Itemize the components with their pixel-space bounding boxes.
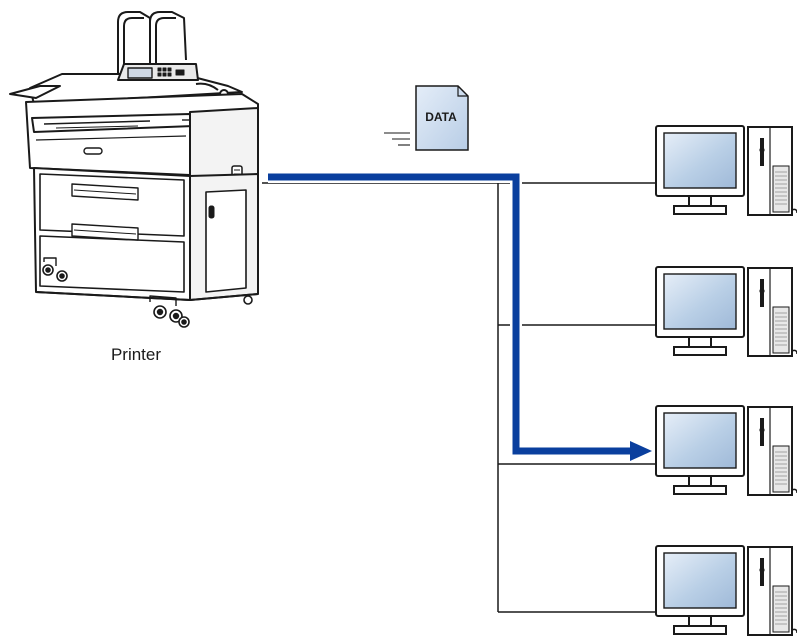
- computer-4: [655, 545, 797, 636]
- network-cabling: [262, 182, 656, 613]
- computer-1: [655, 125, 797, 216]
- data-packet-label: DATA: [425, 110, 457, 124]
- computer-3: [655, 405, 797, 496]
- tower: [747, 546, 797, 636]
- monitor: [655, 405, 745, 495]
- data-path: [268, 171, 652, 461]
- monitor: [655, 266, 745, 356]
- computer-2: [655, 266, 797, 357]
- printer-label: Printer: [111, 345, 161, 364]
- data-packet: [384, 85, 469, 151]
- tower: [747, 126, 797, 216]
- motion-lines: [384, 132, 410, 146]
- monitor: [655, 545, 745, 635]
- tower: [747, 267, 797, 357]
- printer-illustration: [9, 11, 259, 328]
- data-path-arrowhead: [630, 441, 652, 461]
- monitor: [655, 125, 745, 215]
- tower: [747, 406, 797, 496]
- computers: [655, 125, 797, 636]
